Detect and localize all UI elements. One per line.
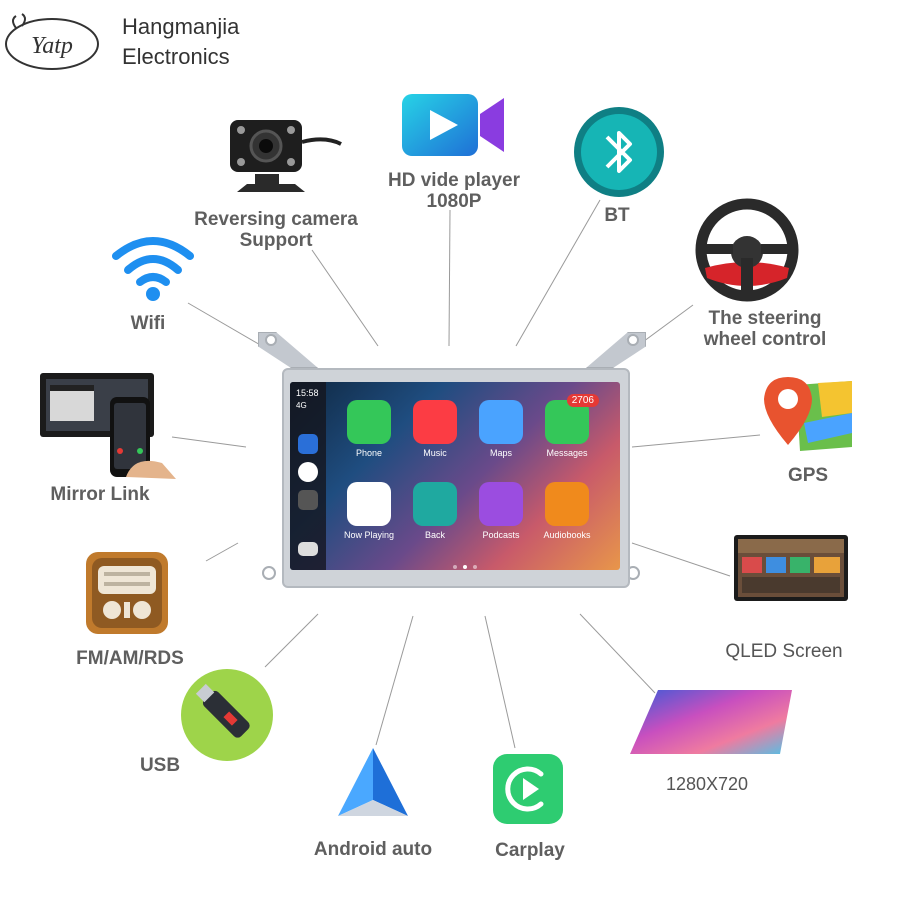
dashboard-toggle-icon[interactable] — [298, 542, 318, 556]
now-playing-icon — [347, 482, 391, 526]
steering-wheel-icon — [695, 198, 799, 302]
feature-wifi-label: Wifi — [130, 313, 166, 334]
app-phone[interactable]: Phone — [340, 400, 398, 458]
app-maps[interactable]: Maps — [472, 400, 530, 458]
app-audiobooks[interactable]: Audiobooks — [538, 482, 596, 540]
feature-carplay-label: Carplay — [495, 840, 565, 861]
page-indicator[interactable] — [450, 556, 480, 570]
feature-steering-label: The steering wheel control — [703, 308, 827, 350]
back-icon — [413, 482, 457, 526]
feature-qled-label: QLED Screen — [725, 641, 843, 662]
usb-icon — [181, 669, 273, 761]
page-dot-active — [463, 565, 467, 569]
unread-badge: 2706 — [566, 394, 599, 407]
brand-name: Hangmanjia Electronics — [122, 14, 240, 69]
bracket-hole — [265, 334, 277, 346]
status-time: 15:58 — [296, 388, 319, 398]
podcasts-icon — [479, 482, 523, 526]
app-podcasts[interactable]: Podcasts — [472, 482, 530, 540]
feature-bt-label: BT — [604, 205, 630, 226]
music-icon — [413, 400, 457, 444]
feature-camera-label: Reversing camera Support — [194, 209, 358, 251]
wifi-icon — [112, 237, 194, 301]
feature-fm-label: FM/AM/RDS — [76, 648, 184, 669]
feature-gps-label: GPS — [787, 465, 829, 486]
app-music[interactable]: Music — [406, 400, 464, 458]
mirror-link-icon — [40, 373, 176, 479]
sidebar-podcast-icon[interactable] — [298, 490, 318, 510]
audiobooks-icon — [545, 482, 589, 526]
feature-mirror-label: Mirror Link — [50, 484, 150, 505]
feature-video-label: HD vide player 1080P — [388, 170, 520, 212]
page-dot — [473, 565, 477, 569]
app-messages[interactable]: 2706 Messages — [538, 394, 599, 458]
brand-logo: Yatp — [5, 13, 99, 70]
bracket-hole — [627, 334, 639, 346]
status-network: 4G — [296, 401, 307, 410]
svg-text:Yatp: Yatp — [31, 33, 73, 59]
bracket-hole — [262, 566, 276, 580]
sidebar-app-icon[interactable] — [298, 462, 318, 482]
messages-icon: 2706 — [545, 394, 599, 444]
android-auto-icon — [338, 748, 408, 816]
phone-icon — [347, 400, 391, 444]
sidebar-maps-icon[interactable] — [298, 434, 318, 454]
carplay-screen: 15:58 4G Phone Music Maps 2706 Messages … — [290, 382, 620, 570]
qled-screen-icon — [734, 535, 848, 601]
radio-icon — [86, 552, 168, 634]
app-back[interactable]: Back — [406, 482, 464, 540]
app-now-playing[interactable]: Now Playing — [340, 482, 398, 540]
gps-icon — [764, 377, 852, 451]
video-player-icon — [402, 94, 504, 156]
maps-icon — [479, 400, 523, 444]
resolution-panel-icon — [630, 690, 792, 754]
page-dot — [453, 565, 457, 569]
feature-usb-label: USB — [139, 755, 181, 776]
carplay-icon — [493, 754, 563, 824]
feature-resolution-label: 1280X720 — [665, 774, 749, 794]
feature-android-label: Android auto — [313, 839, 433, 860]
reversing-camera-icon — [230, 120, 342, 192]
carplay-sidebar: 15:58 4G — [290, 382, 326, 570]
bluetooth-icon — [574, 107, 664, 197]
